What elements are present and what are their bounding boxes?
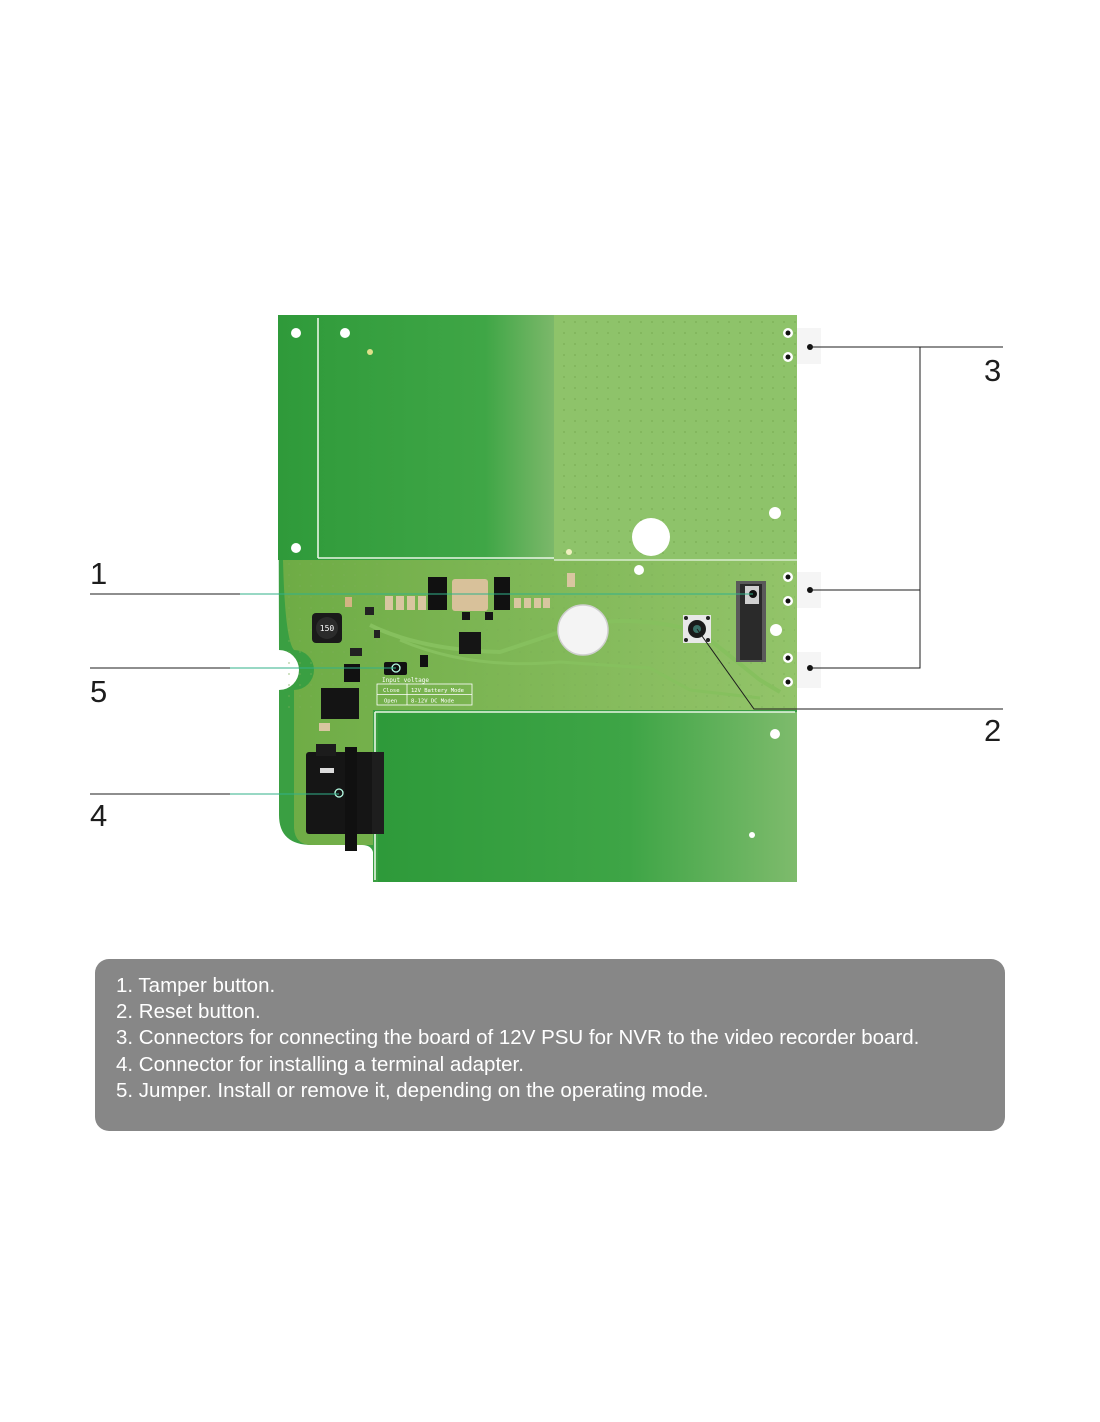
pcb-board: 150 Input voltage Close 12V Battery Mode…	[278, 315, 821, 882]
callout-1: 1	[90, 556, 108, 591]
callout-5: 5	[90, 674, 108, 709]
board-large-hole	[632, 518, 670, 556]
legend-box: 1. Tamper button. 2. Reset button. 3. Co…	[95, 959, 1005, 1131]
leader-line-2	[696, 628, 1003, 710]
legend-list: 1. Tamper button. 2. Reset button. 3. Co…	[116, 973, 984, 1104]
legend-item-3: 3. Connectors for connecting the board o…	[116, 1026, 920, 1050]
board-top-left-region	[278, 315, 554, 560]
callout-2: 2	[984, 713, 1002, 748]
silkscreen-row-1-mode: 12V Battery Mode	[411, 688, 464, 694]
terminal-adapter-connector	[306, 744, 384, 851]
legend-item-2: 2. Reset button.	[116, 1000, 261, 1024]
board-connectors	[783, 328, 821, 688]
board-bottom-region	[378, 712, 797, 882]
coin-battery	[557, 604, 609, 656]
callout-4: 4	[90, 798, 108, 833]
silkscreen-row-1-state: Close	[383, 688, 400, 694]
tamper-button	[736, 581, 766, 662]
callout-3: 3	[984, 353, 1002, 388]
legend-item-4: 4. Connector for installing a terminal a…	[116, 1052, 524, 1076]
power-ic	[321, 688, 359, 719]
silkscreen-row-2-mode: 8-12V DC Mode	[411, 699, 454, 705]
pcb-diagram: 150 Input voltage Close 12V Battery Mode…	[90, 315, 1003, 882]
silkscreen-table: Input voltage Close 12V Battery Mode Ope…	[376, 677, 473, 706]
legend-item-1: 1. Tamper button.	[116, 974, 276, 997]
inductor-marking: 150	[320, 624, 335, 633]
legend-item-5: 5. Jumper. Install or remove it, dependi…	[116, 1078, 709, 1102]
silkscreen-heading: Input voltage	[382, 677, 429, 684]
silkscreen-row-2-state: Open	[384, 699, 397, 705]
inductor: 150	[312, 613, 342, 643]
